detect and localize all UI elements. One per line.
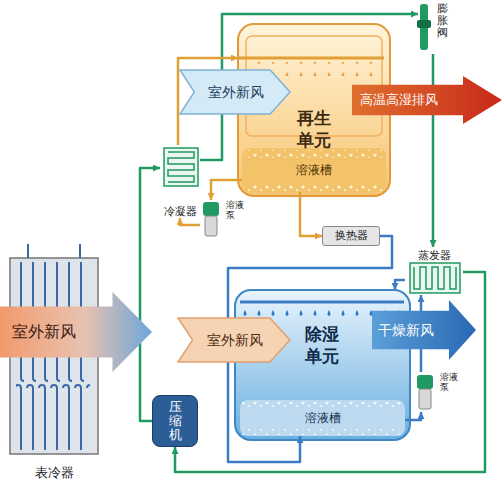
node-label: 表冷器 xyxy=(35,465,74,481)
coil-windings xyxy=(414,267,456,289)
compressor: 压缩机 xyxy=(152,395,198,447)
dry-air-arrow: 干燥新风 xyxy=(372,300,476,360)
pump-body xyxy=(205,216,217,236)
pump-body xyxy=(419,389,431,409)
arrow-outline xyxy=(178,318,290,362)
node-label: 溶液泵 xyxy=(440,372,458,393)
node-label: 溶液槽 xyxy=(305,411,341,425)
node-label: 室外新风 xyxy=(12,322,76,341)
surface-cooler: 表冷器 xyxy=(8,255,100,485)
node-label: 室外新风 xyxy=(208,84,264,101)
node-label: 高温高湿排风 xyxy=(360,92,438,108)
spray-pipe xyxy=(238,57,384,60)
coil-windings xyxy=(168,152,194,182)
pipe-connector xyxy=(211,180,242,200)
spray-pipe xyxy=(240,301,404,304)
pipe-connector xyxy=(175,272,485,472)
evaporator: 蒸发器 xyxy=(405,247,463,295)
node-label: 室外新风 xyxy=(207,332,263,349)
node-label: 膨胀阀 xyxy=(437,2,448,38)
evaporator-coil xyxy=(410,263,460,293)
solution-tank: 溶液槽 xyxy=(240,400,405,436)
node-label: 换热器 xyxy=(335,229,368,242)
node-label: 压缩机 xyxy=(169,400,182,443)
pump-motor xyxy=(203,202,219,216)
arrow-outline xyxy=(352,76,502,124)
arrow-outline xyxy=(180,70,290,114)
pump-motor xyxy=(417,375,433,389)
solution-pump: 溶液泵 xyxy=(414,372,458,412)
exhaust-arrow: 高温高湿排风 xyxy=(352,76,502,124)
tank-fill xyxy=(242,148,386,192)
node-label: 蒸发器 xyxy=(418,249,451,262)
arrow-outline xyxy=(372,300,476,360)
inlet-arrow: 室外新风 xyxy=(178,318,290,362)
arrow-outline xyxy=(0,292,152,372)
node-label: 溶液泵 xyxy=(226,200,244,221)
cooler-pipe xyxy=(79,244,81,258)
bubbles xyxy=(244,150,384,158)
node-label: 溶液槽 xyxy=(296,163,332,177)
node-label: 冷凝器 xyxy=(164,205,197,218)
cooler-pipe xyxy=(27,244,29,258)
condenser-coil xyxy=(164,148,198,186)
expansion-valve: 膨胀阀 xyxy=(418,2,448,54)
pipe-connector xyxy=(140,168,160,421)
pipe-connector xyxy=(180,218,200,225)
bubbles xyxy=(242,402,403,410)
solution-tank: 溶液槽 xyxy=(242,148,386,192)
solution-pump: 溶液泵 xyxy=(200,200,244,240)
heat-exchanger: 换热器 xyxy=(322,226,380,246)
pipe-connector xyxy=(405,412,421,420)
pipe-connector xyxy=(300,192,322,236)
pipe-connector xyxy=(395,280,405,290)
inlet-arrow: 室外新风 xyxy=(180,70,290,114)
condenser: 冷凝器 xyxy=(160,145,200,218)
node-label: 除湿 单元 xyxy=(302,324,343,368)
fresh-air-arrow: 室外新风 xyxy=(0,292,152,372)
tank-fill xyxy=(240,400,405,436)
pipe-connector xyxy=(432,54,435,247)
node-label: 干燥新风 xyxy=(378,322,434,339)
bubbles xyxy=(244,183,384,191)
bubbles xyxy=(242,428,403,435)
node-label: 再生 单元 xyxy=(294,108,335,152)
valve-knob xyxy=(417,20,431,28)
